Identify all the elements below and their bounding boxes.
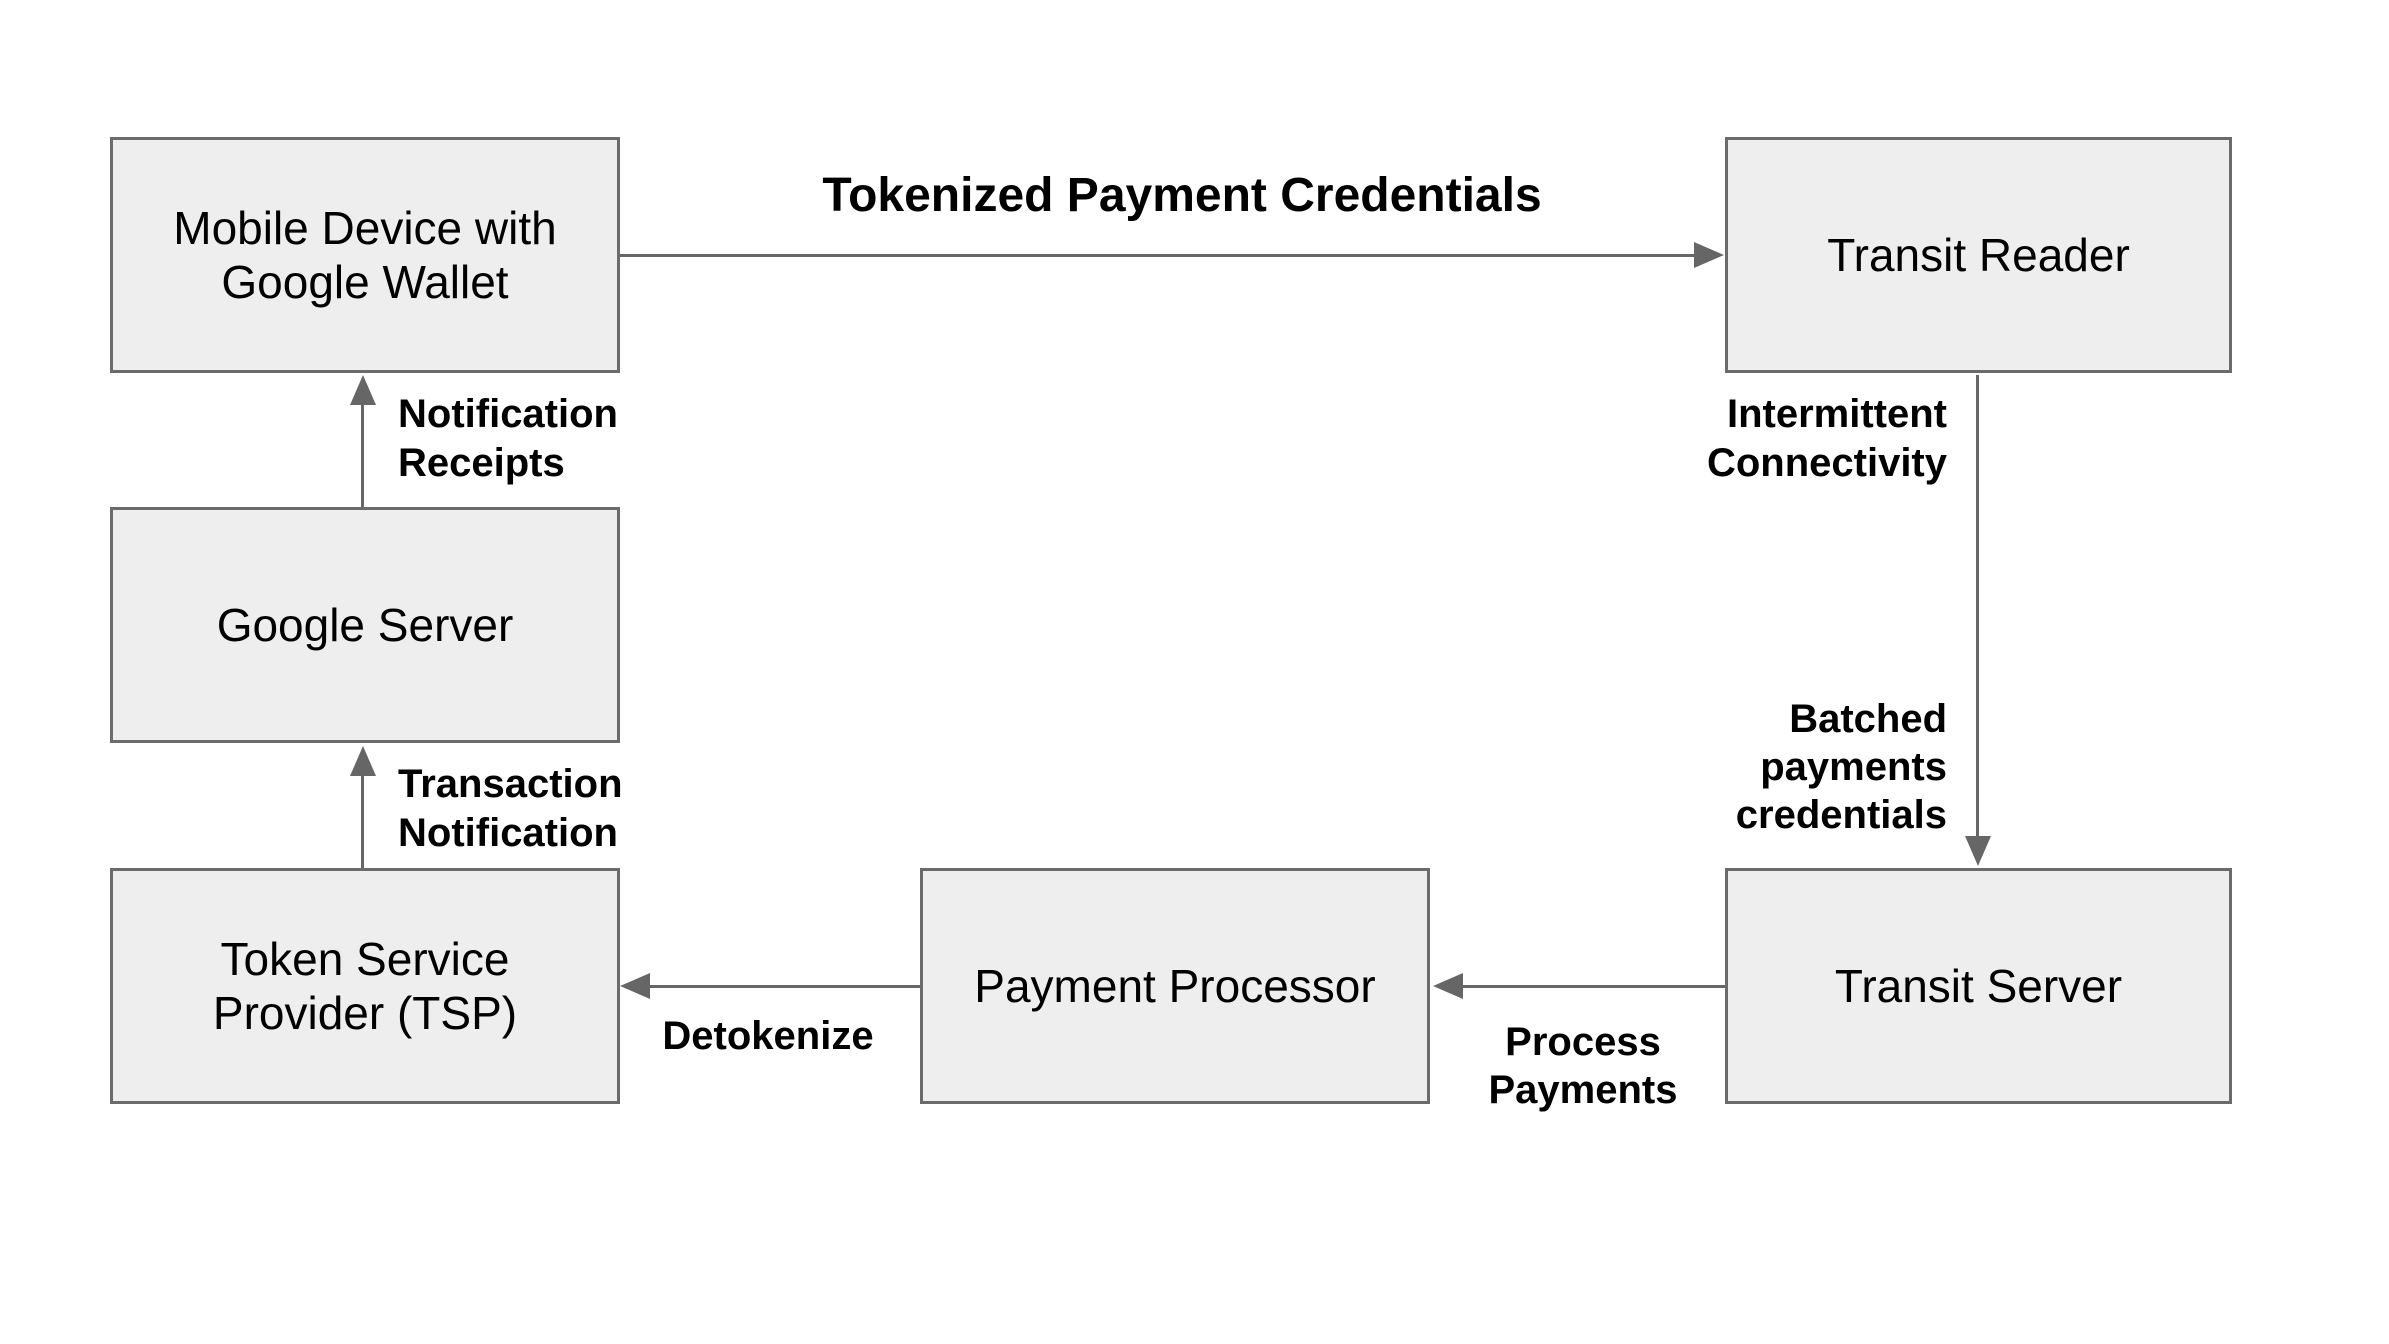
node-payment-processor: Payment Processor — [920, 868, 1430, 1104]
node-token-service-provider: Token Service Provider (TSP) — [110, 868, 620, 1104]
node-mobile-device-google-wallet: Mobile Device with Google Wallet — [110, 137, 620, 373]
edge-label-batched-payments-credentials: Batched payments credentials — [1735, 697, 1947, 837]
node-transit-reader: Transit Reader — [1725, 137, 2232, 373]
arrow-line-tokenized-payment-credentials — [620, 254, 1698, 257]
edge-label-transaction-notification: Transaction Notification — [398, 762, 623, 855]
arrowhead-up-icon — [350, 746, 376, 776]
edge-label-tokenized-payment-credentials: Tokenized Payment Credentials — [822, 169, 1542, 222]
arrowhead-right-icon — [1694, 242, 1724, 268]
arrowhead-left-icon — [1433, 973, 1463, 999]
arrowhead-down-icon — [1965, 836, 1991, 866]
node-label-transit-reader: Transit Reader — [1827, 229, 2130, 281]
edge-label-intermittent-connectivity: Intermittent Connectivity — [1706, 392, 1947, 485]
arrow-line-batched-payments-credentials — [1976, 375, 1979, 838]
node-label-transit-server: Transit Server — [1834, 960, 2123, 1012]
node-label-token-service-provider: Token Service Provider (TSP) — [212, 933, 518, 1039]
arrow-line-notification-receipts — [361, 398, 364, 507]
arrow-line-transaction-notification — [361, 770, 364, 868]
node-label-mobile-device: Mobile Device with Google Wallet — [173, 202, 557, 308]
arrowhead-left-icon — [620, 973, 650, 999]
arrow-line-process-payments — [1458, 985, 1725, 988]
node-label-payment-processor: Payment Processor — [974, 960, 1376, 1012]
edge-label-detokenize: Detokenize — [662, 1014, 874, 1058]
edge-label-notification-receipts: Notification Receipts — [398, 392, 618, 485]
arrow-line-detokenize — [645, 985, 920, 988]
arrowhead-up-icon — [350, 375, 376, 405]
edge-label-process-payments: Process Payments — [1488, 1020, 1678, 1112]
node-label-google-server: Google Server — [216, 599, 514, 651]
node-transit-server: Transit Server — [1725, 868, 2232, 1104]
node-google-server: Google Server — [110, 507, 620, 743]
